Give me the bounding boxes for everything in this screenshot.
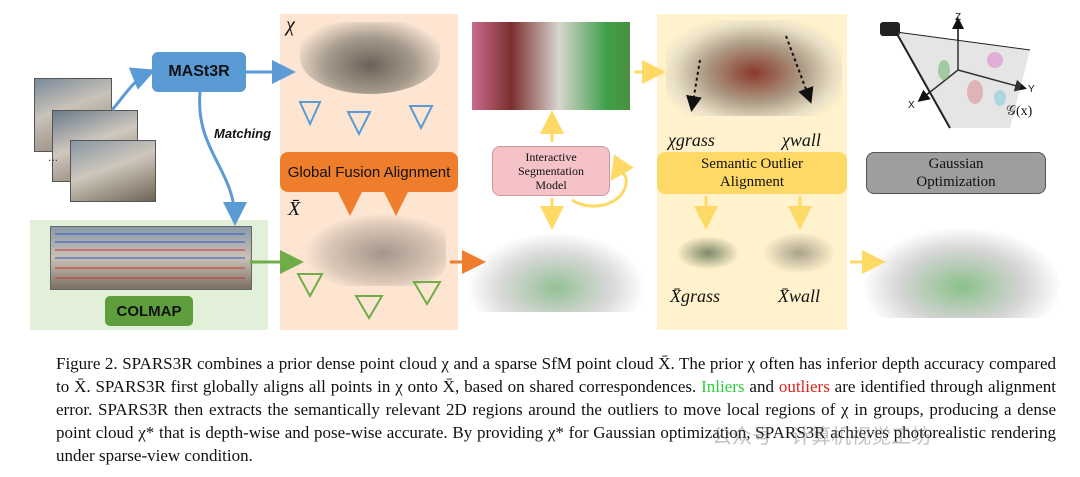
input-image-3 (70, 140, 156, 202)
colmap-box: COLMAP (105, 296, 193, 326)
caption-inliers: Inliers (701, 377, 745, 396)
axis-x-label: X (908, 100, 915, 111)
grass-cloud (676, 236, 740, 270)
camera-frustums-blue (298, 101, 434, 137)
xbar-grass-label: X̄grass (670, 286, 720, 307)
semantic-label-line2: Alignment (719, 174, 785, 190)
xbar-wall-label: X̄wall (778, 286, 820, 307)
final-cloud (864, 228, 1060, 318)
xbar-symbol: X̄ (288, 198, 301, 220)
seg-label-line2: Segmentation (518, 164, 584, 178)
gaussian-frustum-plane (896, 32, 1030, 128)
global-fusion-label: Global Fusion Alignment (287, 163, 451, 181)
mast3r-label: MASt3R (168, 63, 230, 80)
chi-symbol: χ (286, 14, 295, 36)
ellipsis-text: ... (48, 150, 59, 164)
wall-cloud (762, 232, 836, 274)
aligned-cloud-mid (466, 232, 646, 312)
watermark: 公众号 · 计算机视觉工坊 (712, 424, 932, 448)
mast3r-box: MASt3R (152, 52, 246, 92)
arrow-matching (198, 91, 247, 226)
gaussian-label-line2: Optimization (916, 174, 996, 190)
segmented-scene-image (472, 22, 630, 110)
xbar-wall-text: X̄wall (778, 286, 821, 306)
caption-and: and (744, 377, 779, 396)
dotted-arrow-grass (686, 59, 702, 112)
global-fusion-box: Global Fusion Alignment (280, 152, 458, 192)
semantic-label-line1: Semantic Outlier (700, 156, 804, 172)
interactive-seg-box: Interactive Segmentation Model (492, 146, 610, 196)
caption-part1: Figure 2. SPARS3R combines a prior dense… (56, 354, 1056, 396)
gaussian-label-line1: Gaussian (928, 156, 984, 172)
gaussian-blob-1 (938, 60, 950, 80)
chi-grass-label: χgrass (668, 130, 715, 151)
colmap-label: COLMAP (116, 302, 182, 320)
chi-wall-label: χwall (782, 130, 821, 151)
camera-icon (880, 22, 900, 36)
dotted-arrow-wall (785, 35, 814, 104)
colmap-match-lines (55, 233, 245, 279)
gaussian-blob-3 (987, 52, 1003, 68)
seg-label-line3: Model (535, 178, 567, 192)
gaussian-axes (895, 17, 1031, 129)
camera-frustums-green (296, 273, 442, 320)
arrow-seg-loop (571, 154, 634, 208)
seg-label-line1: Interactive (525, 150, 577, 164)
arrow-images-to-mast3r (110, 67, 156, 111)
xbar-grass-text: X̄grass (670, 286, 721, 306)
gaussian-blob-4 (994, 90, 1006, 106)
figure-caption: Figure 2. SPARS3R combines a prior dense… (56, 352, 1056, 467)
sparse-cloud (306, 214, 446, 286)
gaussian-blob-2 (967, 80, 983, 104)
matching-label: Matching (214, 126, 272, 141)
axis-y-label: Y (1028, 84, 1035, 95)
gaussian-fn-label: 𝒢(x) (1006, 104, 1033, 119)
caption-part2: are identified through alignment error. … (56, 377, 1057, 465)
chi-grass-text: χgrass (668, 130, 715, 150)
semantic-outlier-box: Semantic Outlier Alignment (657, 152, 847, 194)
gaussian-opt-box: Gaussian Optimization (866, 152, 1046, 194)
chi-wall-text: χwall (782, 130, 821, 150)
dense-cloud-top (300, 22, 440, 94)
caption-outliers: outliers (778, 377, 830, 396)
